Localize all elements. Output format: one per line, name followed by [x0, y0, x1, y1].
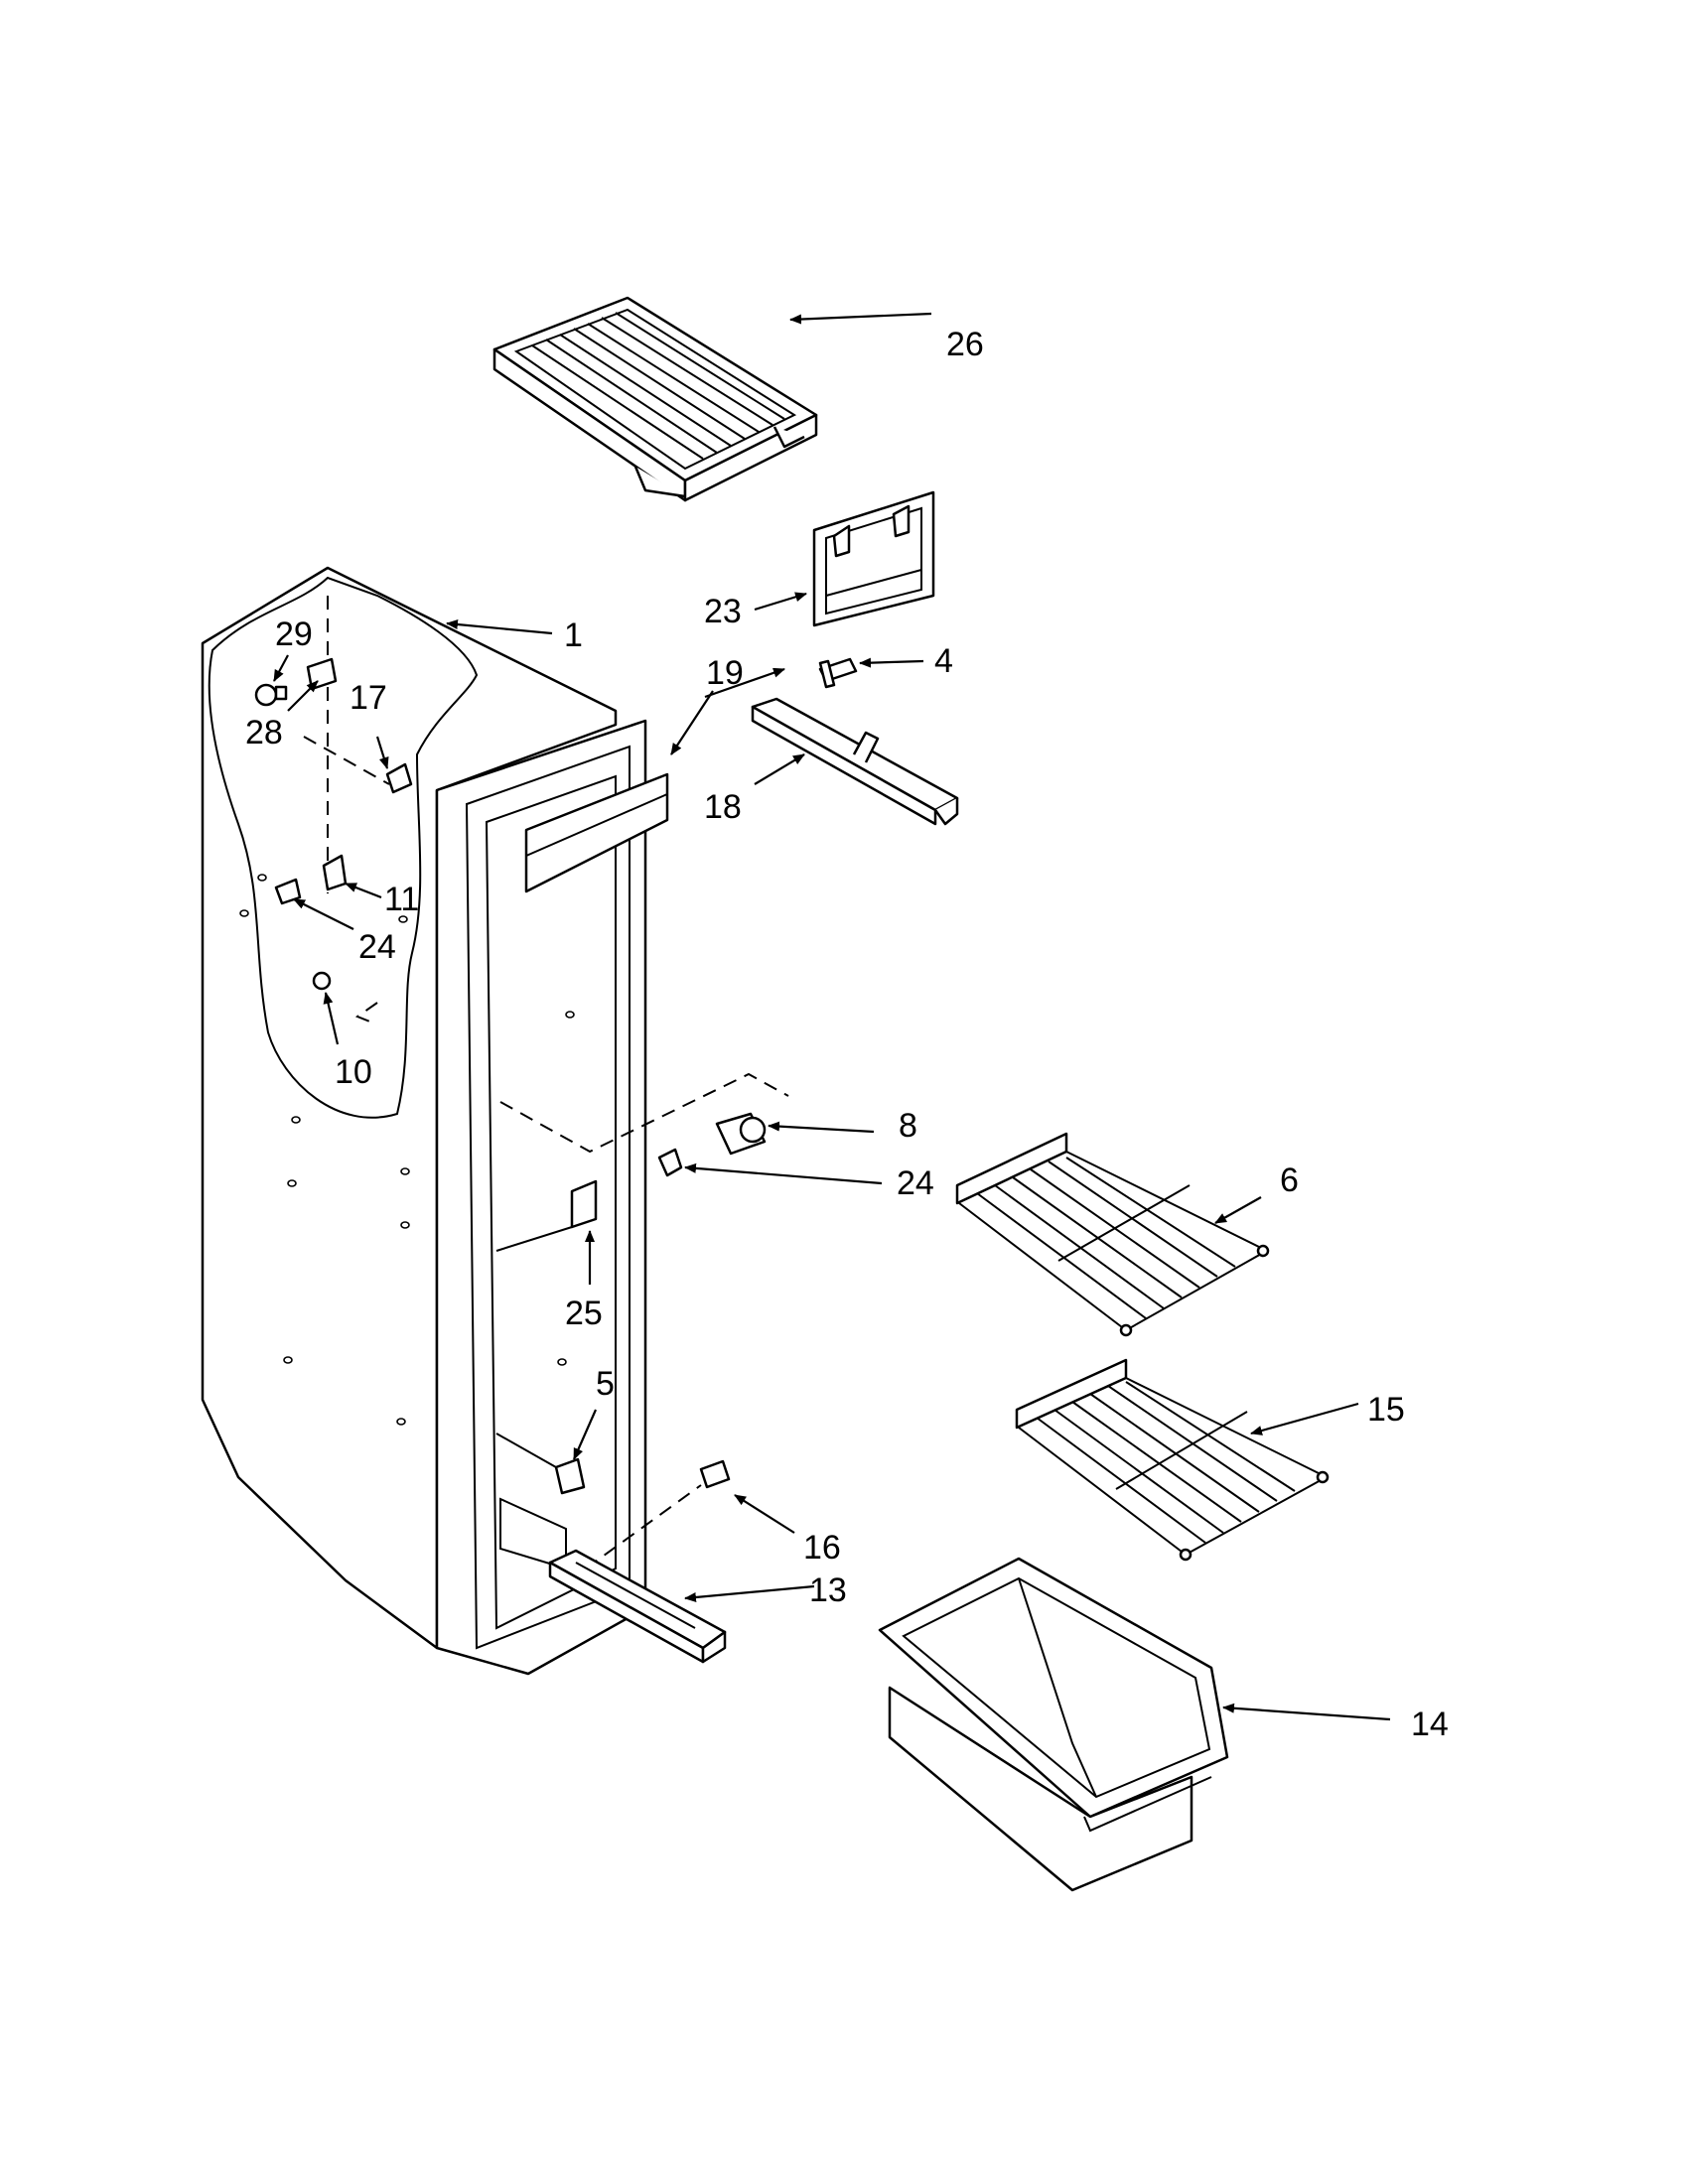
callout-24-upper: 24: [358, 928, 396, 966]
part-8-bracket: [715, 1112, 767, 1156]
callout-10: 10: [335, 1053, 372, 1091]
callout-17: 17: [350, 679, 387, 717]
callout-16: 16: [803, 1529, 841, 1567]
callout-13: 13: [809, 1571, 847, 1609]
callout-4: 4: [934, 642, 953, 680]
callout-8: 8: [899, 1107, 917, 1145]
callout-labels: 26 23 1 4 19 18 29 28 17 11 24 10 8 24 6…: [245, 326, 1449, 1743]
callout-24-lower: 24: [897, 1164, 934, 1202]
part-16-screw: [699, 1459, 731, 1489]
callout-11: 11: [384, 881, 419, 918]
callout-14: 15: [1367, 1391, 1405, 1429]
part-1-cabinet-liner: [201, 566, 669, 1676]
part-10-bolt: [312, 971, 332, 991]
callout-15: 14: [1411, 1706, 1449, 1743]
callout-23: 23: [704, 593, 742, 630]
callout-19: 19: [706, 654, 744, 692]
part-5-screw: [554, 1457, 586, 1495]
part-23-bracket: [812, 490, 935, 627]
callout-18: 18: [704, 788, 742, 826]
part-24-screw-lower: [657, 1148, 683, 1177]
callout-5: 5: [596, 1365, 615, 1403]
cabinet-holes: [239, 874, 575, 1426]
part-26-top-shelf: [492, 296, 818, 502]
part-24-screw-upper: [274, 878, 302, 905]
callout-28: 28: [245, 714, 283, 751]
callout-29: 29: [275, 615, 313, 653]
part-13-trim: [548, 1549, 727, 1664]
part-14-wire-shelf: [1015, 1358, 1330, 1562]
part-4-screw: [818, 657, 858, 689]
callout-25: 25: [565, 1295, 603, 1332]
callout-26: 26: [946, 326, 984, 363]
leader-lines: [273, 312, 1391, 1721]
part-25-switch: [570, 1179, 598, 1229]
part-15-bin: [878, 1557, 1229, 1892]
part-18-rail: [751, 697, 959, 826]
callout-6: 6: [1280, 1161, 1299, 1199]
part-6-wire-shelf: [955, 1132, 1270, 1337]
part-17-clip: [385, 762, 413, 794]
part-29-bulb: [254, 683, 288, 707]
callout-1: 1: [564, 616, 583, 654]
